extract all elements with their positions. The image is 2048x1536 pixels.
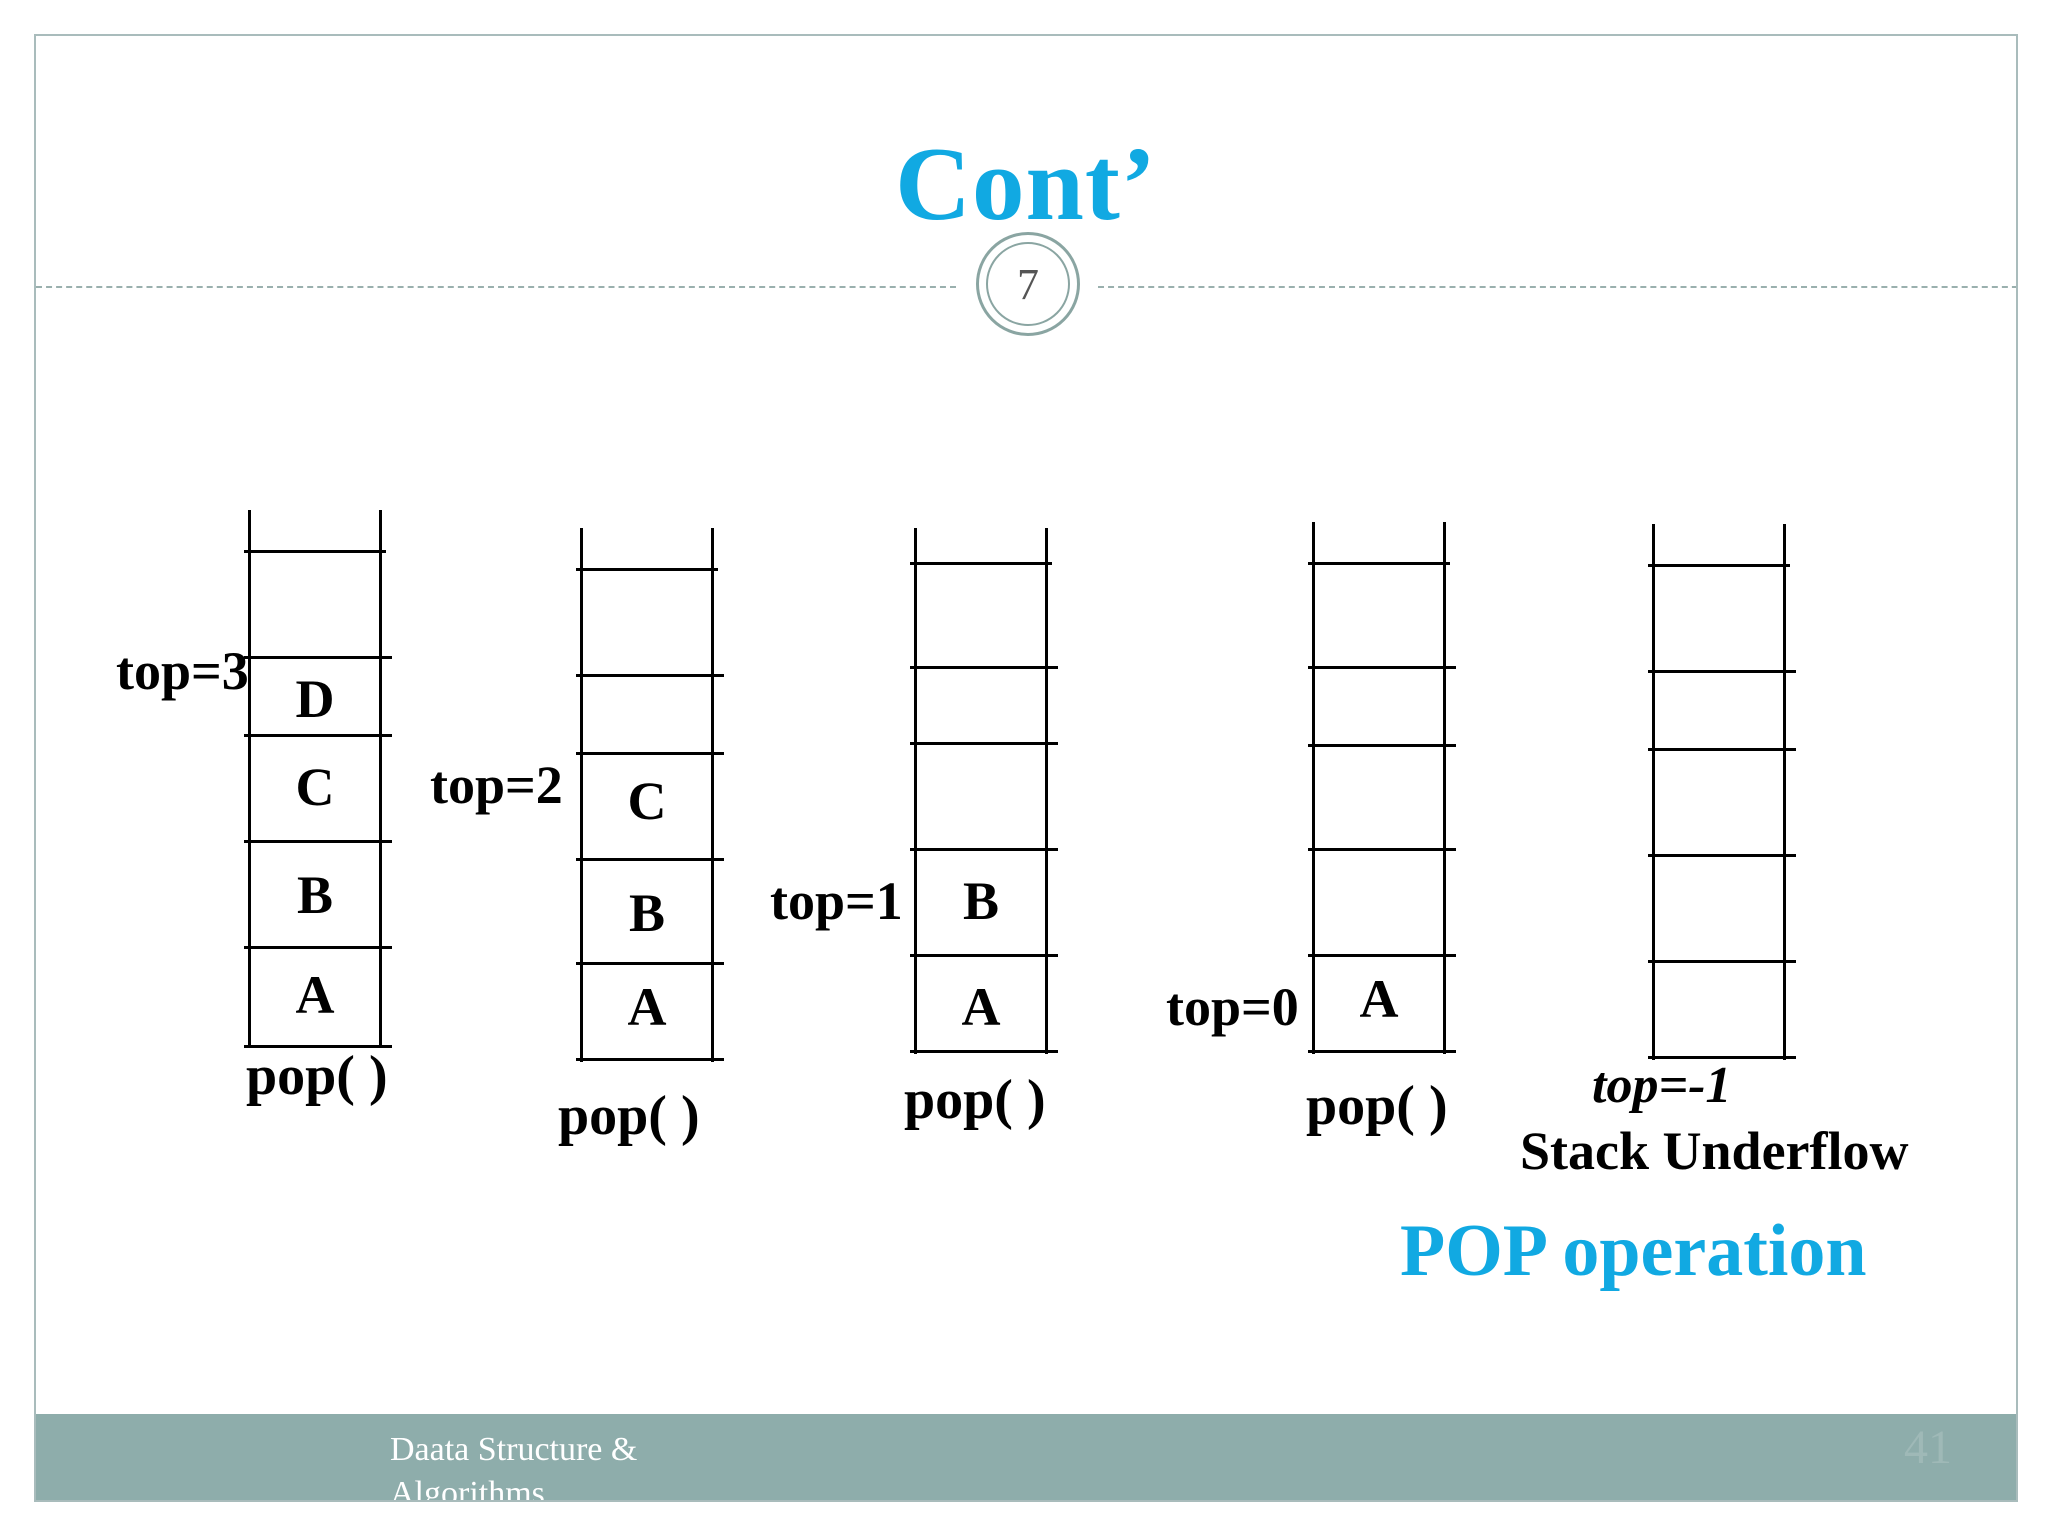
top-pointer-label: top=0 (1166, 977, 1299, 1037)
cell-line (1648, 854, 1796, 857)
cell-line (244, 1045, 392, 1048)
cell-line (1648, 564, 1790, 567)
stack-rails (580, 528, 714, 1062)
cell-value: A (1359, 969, 1399, 1029)
cell-line (910, 742, 1058, 745)
footer-page-number: 41 (1904, 1421, 1952, 1474)
top-pointer-label: top=1 (770, 871, 903, 931)
top-pointer-label: top=-1 (1592, 1057, 1732, 1114)
cell-value: B (296, 865, 334, 925)
cell-line (576, 1058, 724, 1061)
stack-rails (1312, 522, 1446, 1054)
stack-rails (248, 510, 382, 1048)
top-pointer-label: top=3 (116, 641, 249, 701)
cell-value: B (962, 871, 1000, 931)
stack-rails (1652, 524, 1786, 1060)
cell-value: A (295, 965, 335, 1025)
footer-bar: Daata Structure & Algorithms 41 (36, 1414, 2016, 1500)
cell-line (910, 954, 1058, 957)
cell-value: C (295, 757, 335, 817)
pop-operation-label: pop( ) (1306, 1075, 1448, 1137)
top-pointer-label: top=2 (430, 755, 563, 815)
footer-course-title: Daata Structure & Algorithms (390, 1431, 638, 1502)
cell-line (244, 550, 386, 553)
cell-line (244, 656, 392, 659)
pop-operation-caption: POP operation (1400, 1210, 1867, 1292)
slide-frame: Cont’ 7 D C B A top=3 pop( ) C B A top=2… (34, 34, 2018, 1502)
pop-operation-label: pop( ) (558, 1085, 700, 1147)
slide-number: 7 (986, 242, 1070, 326)
cell-line (1308, 1050, 1456, 1053)
stack-underflow-label: Stack Underflow (1520, 1121, 1909, 1181)
slide-title: Cont’ (895, 125, 1157, 242)
cell-value: B (628, 883, 666, 943)
stack-4: A (1308, 522, 1456, 1054)
slide-number-badge: 7 (976, 232, 1080, 336)
cell-line (1308, 744, 1456, 747)
cell-line (244, 946, 392, 949)
stack-5 (1648, 524, 1796, 1060)
stack-3: B A (910, 528, 1058, 1054)
cell-line (910, 562, 1052, 565)
stack-2: C B A (576, 528, 724, 1062)
cell-value: A (627, 977, 667, 1037)
cell-line (1308, 666, 1456, 669)
cell-line (1308, 562, 1450, 565)
cell-line (576, 568, 718, 571)
cell-line (910, 666, 1058, 669)
cell-value: A (961, 977, 1001, 1037)
cell-line (576, 962, 724, 965)
cell-line (1308, 954, 1456, 957)
separator-left (36, 286, 956, 288)
cell-line (1648, 670, 1796, 673)
cell-line (910, 1050, 1058, 1053)
cell-value: D (295, 669, 335, 729)
pop-operation-label: pop( ) (246, 1045, 388, 1107)
cell-line (910, 848, 1058, 851)
cell-line (576, 858, 724, 861)
cell-line (244, 840, 392, 843)
stack-rails (914, 528, 1048, 1054)
cell-line (1648, 1056, 1796, 1059)
cell-value: C (627, 771, 667, 831)
cell-line (1648, 960, 1796, 963)
stack-1: D C B A (244, 510, 392, 1048)
cell-line (1308, 848, 1456, 851)
cell-line (244, 734, 392, 737)
cell-line (1648, 748, 1796, 751)
cell-line (576, 674, 724, 677)
separator-right (1098, 286, 2016, 288)
pop-operation-label: pop( ) (904, 1069, 1046, 1131)
cell-line (576, 752, 724, 755)
